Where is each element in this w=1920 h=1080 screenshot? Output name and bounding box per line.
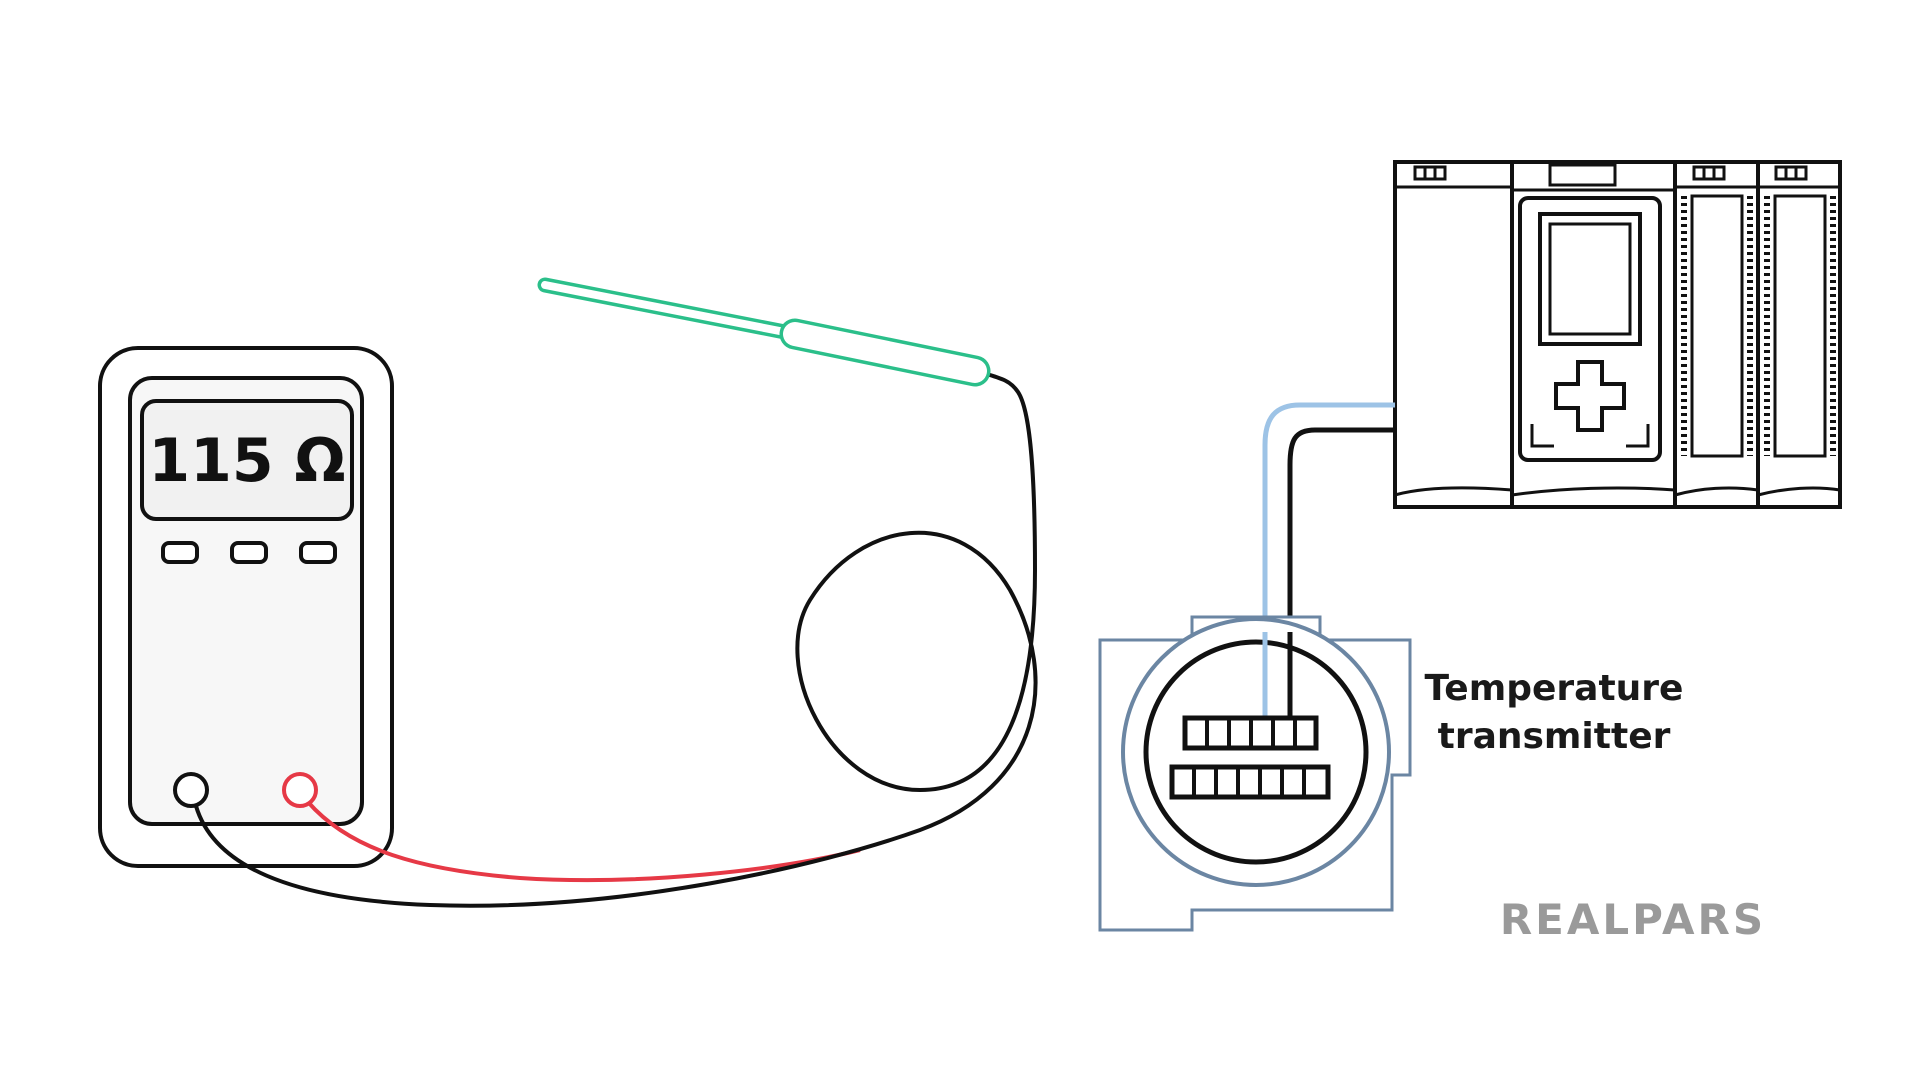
multimeter-reading: 115 Ω — [148, 426, 345, 496]
black-test-lead — [194, 370, 1038, 908]
plc-dpad-icon — [1554, 360, 1626, 432]
multimeter-button-3[interactable] — [299, 541, 337, 564]
multimeter-input-jack[interactable] — [282, 772, 318, 808]
multimeter-button-2[interactable] — [230, 541, 268, 564]
transmitter-terminal-block-bottom — [1169, 764, 1331, 800]
plc-power-module — [1393, 160, 1514, 509]
plc-status-leds — [1413, 165, 1447, 181]
red-test-lead — [306, 800, 861, 883]
transmitter-inner-ring — [1143, 639, 1369, 865]
transmitter-label: Temperature transmitter — [1425, 668, 1684, 757]
multimeter-button-1[interactable] — [161, 541, 199, 564]
signal-wire-blue — [1262, 402, 1395, 718]
probe-handle-inner — [783, 322, 987, 383]
rtd-probe — [537, 277, 991, 387]
transmitter-label-line-2: transmitter — [1438, 716, 1671, 757]
transmitter-label-line-1: Temperature — [1425, 668, 1684, 709]
plc-cpu-screen-inner — [1548, 222, 1632, 336]
plc-rack — [1393, 160, 1842, 509]
plc-cpu-module — [1510, 160, 1677, 509]
temperature-transmitter — [1098, 615, 1412, 932]
multimeter: 115 Ω — [98, 346, 394, 868]
plc-io-module-1 — [1673, 160, 1760, 509]
signal-wire-black — [1287, 427, 1395, 718]
multimeter-display — [140, 399, 354, 521]
plc-io-module-2 — [1756, 160, 1842, 509]
probe-sheath-inner — [541, 281, 799, 338]
transmitter-terminal-block-top — [1182, 715, 1319, 751]
multimeter-com-jack[interactable] — [173, 772, 209, 808]
realpars-logo: REALPARS — [1500, 895, 1766, 944]
